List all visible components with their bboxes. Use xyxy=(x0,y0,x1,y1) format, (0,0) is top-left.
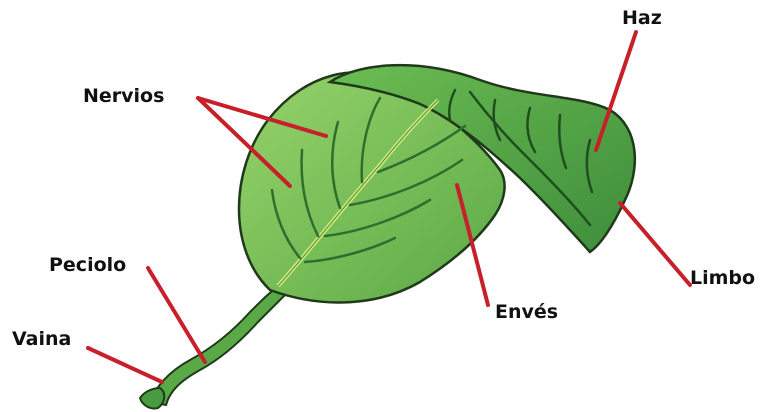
label-nervios: Nervios xyxy=(83,87,164,106)
label-limbo: Limbo xyxy=(690,269,755,288)
petiole-stem xyxy=(150,280,294,405)
pointer-limbo xyxy=(620,203,690,285)
sheath-base xyxy=(140,388,164,408)
pointer-peciolo xyxy=(148,268,205,362)
label-enves: Envés xyxy=(495,303,558,322)
pointer-vaina xyxy=(88,348,162,382)
label-vaina: Vaina xyxy=(12,330,71,349)
label-haz: Haz xyxy=(622,9,662,28)
label-peciolo: Peciolo xyxy=(49,256,126,275)
